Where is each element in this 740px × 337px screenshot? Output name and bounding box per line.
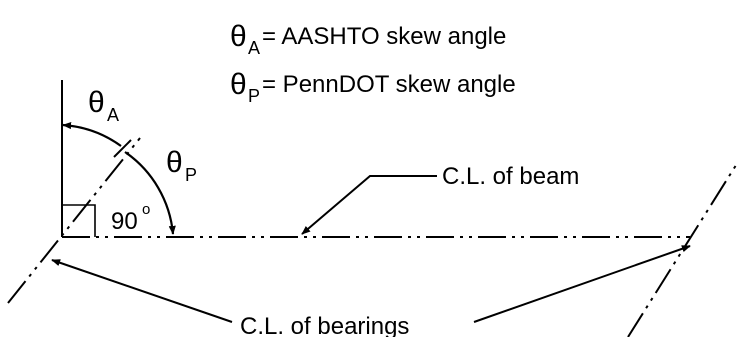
theta-p-symbol: θ bbox=[166, 146, 183, 179]
bearings-label: C.L. of bearings bbox=[240, 313, 409, 337]
legend-aashto: θ A = AASHTO skew angle bbox=[230, 20, 506, 58]
legend-aashto-symbol: θ bbox=[230, 20, 247, 53]
arc-junction-tick bbox=[113, 139, 132, 158]
right-bearing-centerline bbox=[627, 161, 739, 337]
bearings-leader-left bbox=[51, 259, 233, 323]
right-angle-value: 90 bbox=[111, 208, 138, 235]
beam-label: C.L. of beam bbox=[442, 163, 579, 190]
legend-penndot-symbol: θ bbox=[230, 68, 247, 101]
legend-penndot-text: = PennDOT skew angle bbox=[262, 71, 516, 98]
theta-a-symbol: θ bbox=[88, 86, 105, 119]
legend-aashto-subscript: A bbox=[248, 38, 260, 58]
legend-aashto-text: = AASHTO skew angle bbox=[262, 23, 506, 50]
legend-penndot-subscript: P bbox=[248, 86, 260, 106]
bearings-leader-right bbox=[473, 245, 691, 323]
right-angle-unit: o bbox=[142, 201, 150, 218]
theta-a-subscript: A bbox=[107, 105, 119, 125]
theta-p-arc bbox=[124, 151, 176, 235]
theta-p-subscript: P bbox=[185, 165, 197, 185]
theta-a-arc bbox=[62, 121, 122, 147]
right-angle-marker bbox=[62, 204, 96, 237]
legend-penndot: θ P = PennDOT skew angle bbox=[230, 68, 516, 106]
left-bearing-centerline bbox=[7, 137, 141, 304]
beam-leader-arrow bbox=[301, 175, 437, 235]
